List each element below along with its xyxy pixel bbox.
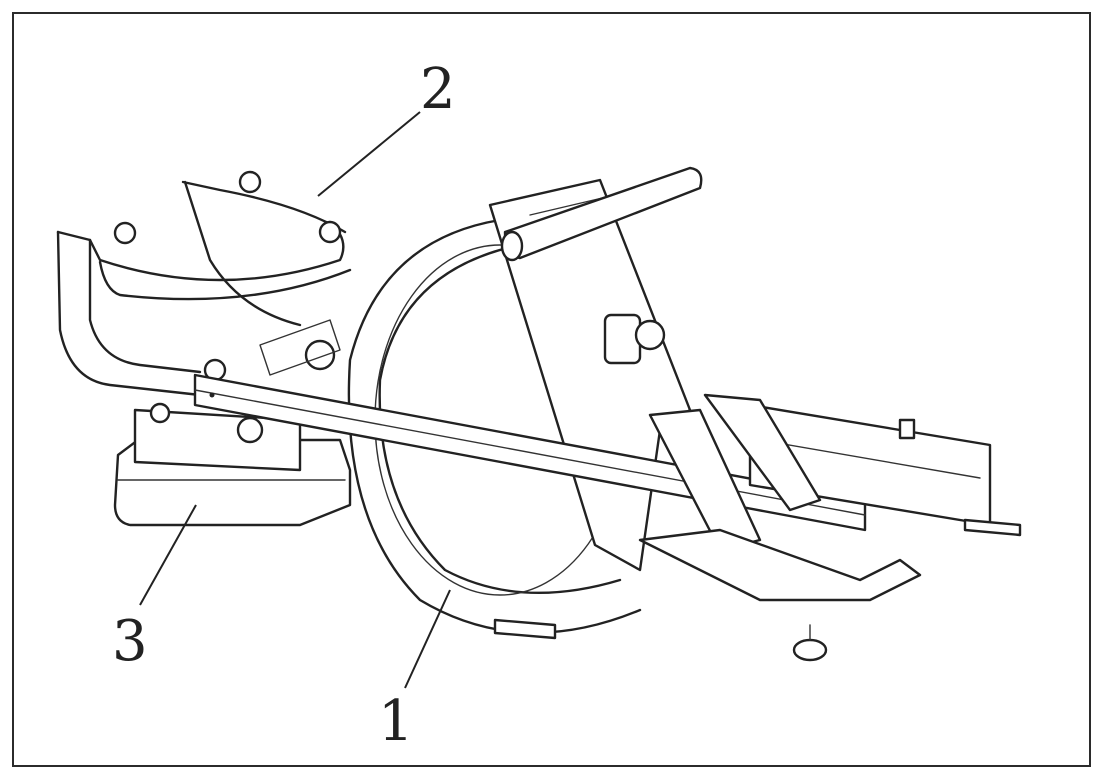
diagram-frame	[12, 12, 1091, 767]
base-block	[113, 402, 352, 527]
handle	[500, 166, 703, 262]
left-rail	[56, 230, 341, 397]
leader-1	[404, 589, 451, 689]
seat-frame	[56, 170, 352, 327]
leader-lines	[139, 111, 451, 689]
footrests	[638, 393, 922, 662]
callout-3: 3	[112, 609, 148, 674]
leader-3	[139, 504, 197, 606]
callout-2: 2	[420, 57, 456, 122]
leader-2	[317, 111, 421, 197]
callout-1: 1	[378, 689, 414, 754]
